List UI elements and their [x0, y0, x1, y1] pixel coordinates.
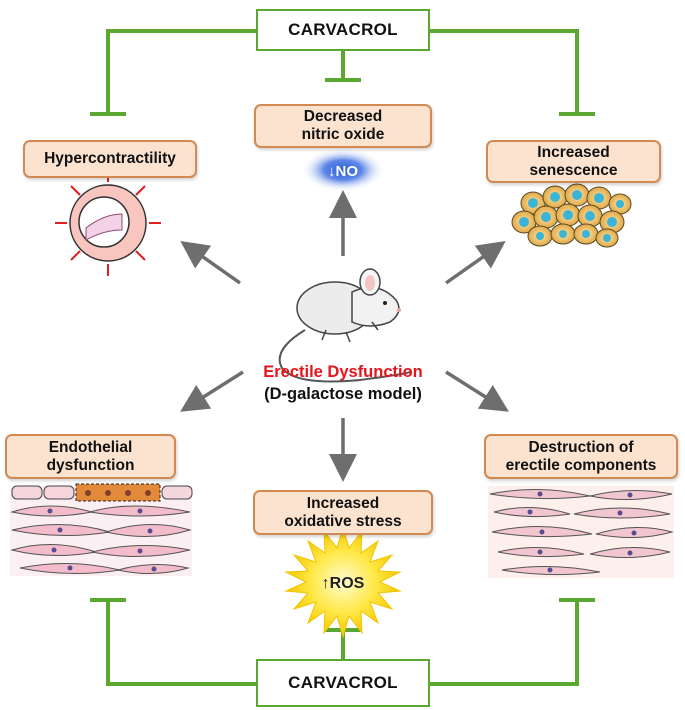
inhibit-bottom — [90, 598, 595, 686]
senescence-box: Increased senescence — [486, 140, 661, 183]
center-title: Erectile Dysfunction — [263, 363, 423, 381]
carvacrol-top-box: CARVACROL — [256, 9, 430, 51]
inhibit-top — [90, 29, 595, 116]
erectile-components-box: Destruction of erectile components — [484, 434, 678, 479]
no-glow-icon — [301, 148, 385, 192]
senescent-cells-icon — [511, 183, 632, 248]
endothelial-box: Endothelial dysfunction — [5, 434, 176, 479]
effect-arrows — [180, 190, 509, 482]
endothelial-tissue-icon — [10, 483, 193, 576]
mouse-icon — [278, 268, 411, 383]
nitric-oxide-box: Decreased nitric oxide — [254, 104, 432, 148]
vessel-icon — [55, 170, 161, 276]
oxidative-stress-box: Increased oxidative stress — [253, 490, 433, 535]
carvacrol-bottom-box: CARVACROL — [256, 659, 430, 707]
no-badge: ↓NO — [328, 163, 358, 180]
hypercontractility-box: Hypercontractility — [23, 140, 197, 178]
ros-burst-icon — [284, 525, 402, 639]
erectile-tissue-icon — [488, 486, 674, 578]
center-subtitle: (D-galactose model) — [264, 385, 422, 403]
ros-badge: ↑ROS — [322, 575, 365, 592]
